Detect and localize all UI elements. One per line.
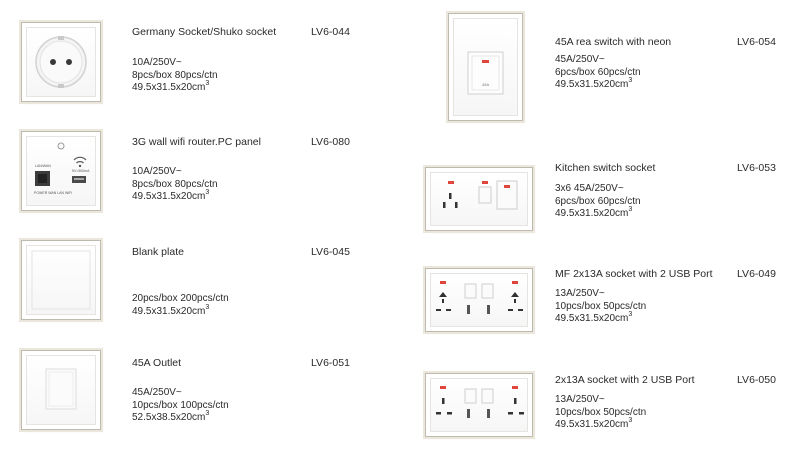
product-specs: 45A/250V~ 6pcs/box 60pcs/ctn 49.5x31.5x2… <box>555 54 641 92</box>
spec-size: 49.5x31.5x20cm3 <box>555 206 633 219</box>
schuko-socket-icon <box>35 36 87 88</box>
spec-rating: 13A/250V~ <box>555 394 605 405</box>
spec-rating: 45A/250V~ <box>132 387 182 398</box>
spec-size: 49.5x31.5x20cm3 <box>132 189 210 202</box>
product-code: LV6-044 <box>311 26 350 38</box>
product-name: 45A rea switch with neon <box>555 36 672 48</box>
product-image-45a-switch-neon: 45A <box>448 13 523 121</box>
spec-rating: 10A/250V~ <box>132 57 182 68</box>
product-name: MF 2x13A socket with 2 USB Port <box>555 268 713 280</box>
product-code: LV6-051 <box>311 357 350 369</box>
spec-packing: 10pcs/box 50pcs/ctn <box>555 406 647 418</box>
product-image-45a-outlet <box>21 350 101 430</box>
spec-rating: 45A/250V~ <box>555 54 605 65</box>
spec-size: 49.5x31.5x20cm3 <box>132 303 210 317</box>
product-image-schuko-socket <box>21 22 101 102</box>
product-code: LV6-050 <box>737 374 776 386</box>
product-image-2x13a-usb-socket <box>425 373 533 437</box>
spec-size: 49.5x31.5x20cm3 <box>555 417 633 430</box>
product-image-blank-plate <box>21 240 101 320</box>
product-specs: 3x6 45A/250V~ 6pcs/box 60pcs/ctn 49.5x31… <box>555 183 641 221</box>
wifi-router-panel-icon: LAN/WAN 5V=500mA POWER WAN LAN WiFi <box>34 142 90 195</box>
blank-plate-icon <box>31 250 91 310</box>
spec-rating: 10A/250V~ <box>132 166 182 177</box>
status-labels: POWER WAN LAN WiFi <box>34 191 72 195</box>
double-socket-usb-icon <box>436 386 524 418</box>
product-name: Blank plate <box>132 246 184 258</box>
kitchen-switch-socket-icon <box>443 180 518 210</box>
product-name: 45A Outlet <box>132 357 182 369</box>
spec-size: 52.5x38.5x20cm3 <box>132 410 210 423</box>
product-specs: 13A/250V~ 10pcs/box 50pcs/ctn 49.5x31.5x… <box>555 288 646 326</box>
product-image-mf-2x13a-usb-socket <box>425 268 533 332</box>
spec-rating: 13A/250V~ <box>555 288 605 299</box>
product-specs: 10A/250V~ 8pcs/box 80pcs/ctn 49.5x31.5x2… <box>132 57 218 95</box>
product-code: LV6-080 <box>311 136 350 148</box>
product-specs: 45A/250V~ 10pcs/box 100pcs/ctn 52.5x38.5… <box>132 387 229 425</box>
spec-rating: 3x6 45A/250V~ <box>555 183 624 194</box>
lan-label: LAN/WAN <box>35 164 51 168</box>
product-specs: 20pcs/box 200pcs/ctn 49.5x31.5x20cm3 <box>132 293 229 318</box>
usb-label: 5V=500mA <box>72 169 90 173</box>
product-specs: 13A/250V~ 10pcs/box 50pcs/ctn 49.5x31.5x… <box>555 394 646 432</box>
product-image-wifi-router-panel: LAN/WAN 5V=500mA POWER WAN LAN WiFi <box>21 131 101 211</box>
spec-packing: 6pcs/box 60pcs/ctn <box>555 195 641 207</box>
spec-size: 49.5x31.5x20cm3 <box>555 77 633 90</box>
spec-packing: 8pcs/box 80pcs/ctn <box>132 69 218 81</box>
spec-size: 49.5x31.5x20cm3 <box>132 80 210 93</box>
product-name: Kitchen switch socket <box>555 162 656 174</box>
45a-switch-icon: 45A <box>467 51 504 95</box>
switch-label: 45A <box>482 82 489 87</box>
spec-packing: 20pcs/box 200pcs/ctn <box>132 293 229 304</box>
product-specs: 10A/250V~ 8pcs/box 80pcs/ctn 49.5x31.5x2… <box>132 166 218 204</box>
product-name: Germany Socket/Shuko socket <box>132 26 277 38</box>
spec-packing: 8pcs/box 80pcs/ctn <box>132 178 218 190</box>
outlet-icon <box>45 368 77 410</box>
spec-packing: 10pcs/box 50pcs/ctn <box>555 300 647 312</box>
product-image-kitchen-switch-socket <box>425 167 533 231</box>
mf-double-socket-usb-icon <box>436 281 523 314</box>
product-name: 2x13A socket with 2 USB Port <box>555 374 695 386</box>
product-code: LV6-053 <box>737 162 776 174</box>
product-code: LV6-049 <box>737 268 776 280</box>
product-code: LV6-054 <box>737 36 776 48</box>
spec-packing: 6pcs/box 60pcs/ctn <box>555 66 641 78</box>
spec-size: 49.5x31.5x20cm3 <box>555 311 633 324</box>
product-name: 3G wall wifi router.PC panel <box>132 136 261 148</box>
product-code: LV6-045 <box>311 246 350 258</box>
spec-packing: 10pcs/box 100pcs/ctn <box>132 399 229 411</box>
